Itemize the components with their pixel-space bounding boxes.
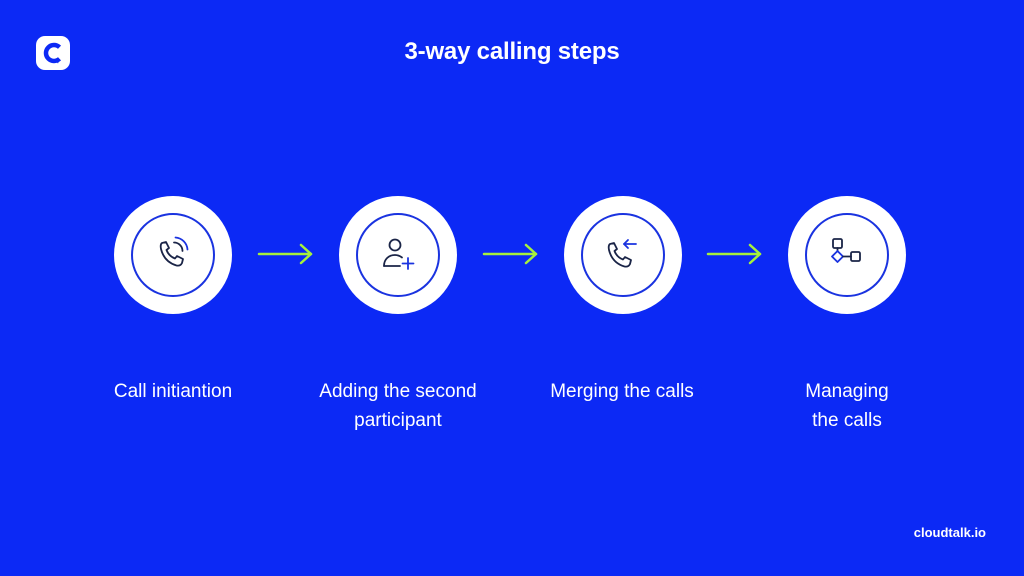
step-4-ring bbox=[805, 213, 889, 297]
workflow-icon bbox=[831, 238, 861, 263]
arrow-2 bbox=[482, 243, 538, 265]
step-2-ring bbox=[356, 213, 440, 297]
step-1-label: Call initiantion bbox=[113, 381, 233, 402]
step-2-label: Adding the second participant bbox=[319, 381, 477, 431]
step-3-label: Merging the calls bbox=[550, 381, 694, 402]
step-1-ring bbox=[131, 213, 215, 297]
step-3-ring bbox=[581, 213, 665, 297]
arrow-3 bbox=[706, 243, 762, 265]
brand-url: cloudtalk.io bbox=[913, 525, 986, 540]
cloudtalk-logo-icon bbox=[36, 36, 70, 70]
step-3-circle bbox=[564, 196, 682, 314]
page-title: 3-way calling steps bbox=[404, 38, 620, 65]
phone-ringing-icon bbox=[159, 236, 189, 267]
step-1-circle bbox=[114, 196, 232, 314]
add-user-icon bbox=[383, 238, 415, 270]
arrow-1 bbox=[257, 243, 313, 265]
phone-incoming-icon bbox=[607, 239, 637, 268]
step-4-circle bbox=[788, 196, 906, 314]
step-2-circle bbox=[339, 196, 457, 314]
step-4-label: Managing the calls bbox=[805, 381, 889, 431]
